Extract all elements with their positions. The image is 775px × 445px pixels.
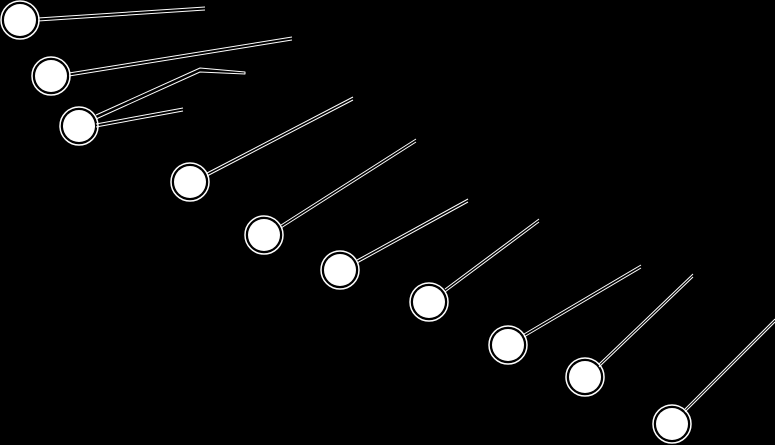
pin-marker-9 bbox=[565, 273, 694, 397]
leader-line bbox=[280, 138, 417, 226]
leader-line bbox=[68, 36, 293, 74]
pin-marker-1 bbox=[0, 0, 206, 40]
leader-line bbox=[280, 141, 417, 229]
pin-marker-7 bbox=[409, 218, 540, 322]
marker-ring bbox=[0, 0, 40, 40]
marker-ring bbox=[409, 282, 449, 322]
marker-dot bbox=[569, 361, 601, 393]
leader-line bbox=[444, 221, 540, 293]
marker-dot bbox=[35, 60, 67, 92]
leader-line bbox=[598, 276, 694, 368]
marker-dot bbox=[492, 329, 524, 361]
marker-ring bbox=[320, 250, 360, 290]
leader-line bbox=[356, 201, 469, 264]
marker-ring bbox=[244, 215, 284, 255]
leader-line bbox=[684, 318, 775, 410]
marker-dot bbox=[4, 4, 36, 36]
leader-line bbox=[68, 39, 293, 77]
leader-line bbox=[523, 264, 642, 335]
leader-line bbox=[598, 273, 694, 365]
leader-line bbox=[37, 9, 206, 22]
pin-marker-10 bbox=[652, 318, 775, 444]
pin-marker-3 bbox=[59, 67, 246, 146]
leader-line bbox=[684, 321, 775, 413]
marker-dot bbox=[324, 254, 356, 286]
marker-ring bbox=[565, 357, 605, 397]
leader-line bbox=[444, 218, 540, 290]
pin-marker-6 bbox=[320, 198, 469, 290]
pin-marker-4 bbox=[170, 96, 354, 202]
pin-marker-2 bbox=[31, 36, 293, 96]
pin-marker-8 bbox=[488, 264, 642, 365]
leader-line bbox=[206, 96, 354, 174]
marker-ring bbox=[31, 56, 71, 96]
leader-line bbox=[95, 110, 184, 128]
leader-line bbox=[206, 99, 354, 177]
marker-ring bbox=[488, 325, 528, 365]
leader-line bbox=[95, 67, 246, 120]
leader-line bbox=[356, 198, 469, 261]
leader-line bbox=[37, 6, 206, 19]
marker-dot bbox=[63, 110, 95, 142]
pin-marker-5 bbox=[244, 138, 417, 255]
marker-dot bbox=[413, 286, 445, 318]
marker-ring bbox=[170, 162, 210, 202]
leader-line bbox=[523, 267, 642, 338]
marker-dot bbox=[656, 408, 688, 440]
leader-line bbox=[95, 107, 184, 125]
marker-ring bbox=[652, 404, 692, 444]
marker-ring bbox=[59, 106, 99, 146]
marker-dot bbox=[248, 219, 280, 251]
marker-dot bbox=[174, 166, 206, 198]
